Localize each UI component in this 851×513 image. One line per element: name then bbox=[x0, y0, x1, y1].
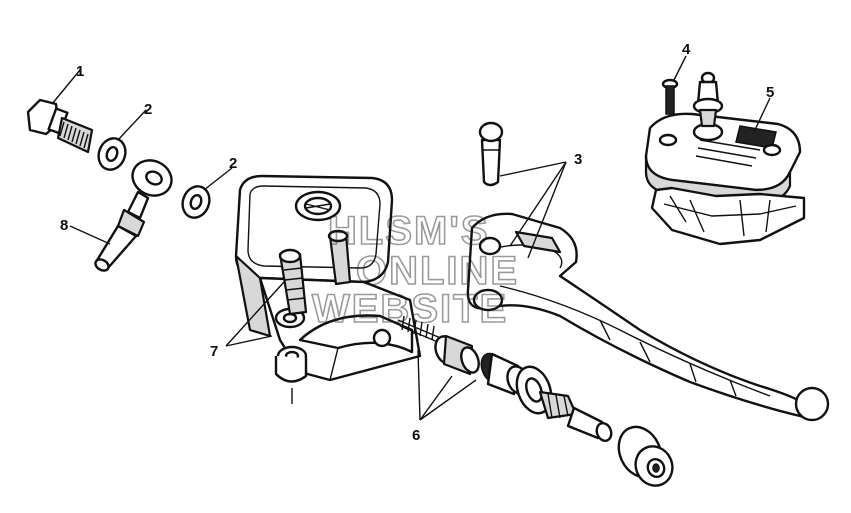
callout-4: 4 bbox=[682, 41, 691, 58]
banjo-bolt bbox=[26, 69, 94, 154]
watermark-line-1: HLSM'S bbox=[328, 209, 490, 253]
callout-5: 5 bbox=[766, 84, 774, 101]
bleed-nipple bbox=[692, 71, 724, 128]
callout-8: 8 bbox=[60, 217, 68, 234]
pivot-pin bbox=[478, 121, 504, 187]
clamp-screws bbox=[225, 229, 352, 347]
callout-1: 1 bbox=[76, 63, 84, 80]
watermark-line-2: ONLINE bbox=[356, 249, 519, 293]
callout-6: 6 bbox=[412, 427, 420, 444]
washer-lower bbox=[181, 167, 233, 219]
callout-2-lower: 2 bbox=[229, 155, 237, 172]
piston-kit bbox=[397, 315, 613, 442]
reservoir-cap bbox=[644, 97, 806, 246]
callout-3: 3 bbox=[574, 151, 582, 168]
watermark-line-3: WEBSITE bbox=[312, 287, 508, 331]
dust-boot bbox=[617, 425, 674, 487]
cap-screw bbox=[661, 55, 687, 115]
washer-upper bbox=[97, 109, 147, 171]
callout-7: 7 bbox=[210, 343, 218, 360]
brake-lever bbox=[466, 212, 830, 422]
brake-hose bbox=[69, 159, 173, 272]
callout-2-upper: 2 bbox=[144, 101, 152, 118]
